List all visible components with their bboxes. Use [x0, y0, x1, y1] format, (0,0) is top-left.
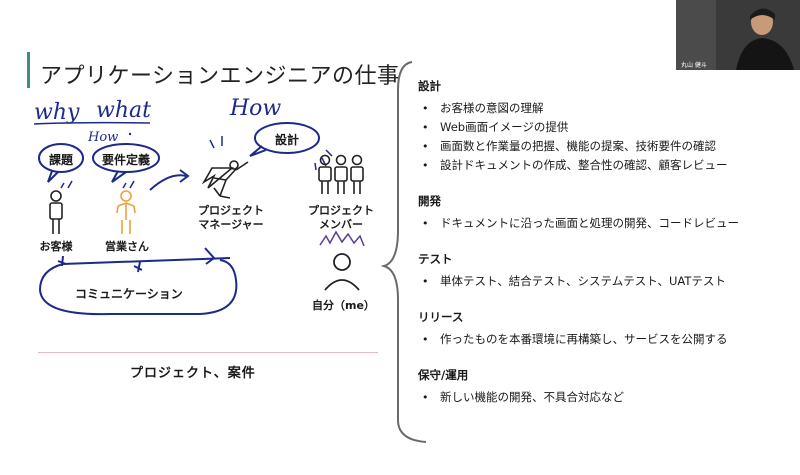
project-manager-figure [204, 161, 248, 198]
section-kaihatsu: 開発 ドキュメントに沿った画面と処理の開発、コードレビュー [418, 193, 788, 233]
section-title: 保守/運用 [418, 367, 788, 383]
section-title: リリース [418, 309, 788, 325]
actor-label-members-line1: プロジェクト [306, 204, 376, 218]
webcam-participant-name: 丸山 健斗 [681, 60, 707, 69]
bullet-item: 作ったものを本番環境に再構築し、サービスを公開する [418, 330, 788, 349]
bullet-item: 画面数と作業量の把握、機能の提案、技術要件の確認 [418, 137, 788, 156]
bullet-item: 新しい機能の開発、不具合対応など [418, 388, 788, 407]
section-title: 設計 [418, 78, 788, 94]
actor-label-customer: お客様 [36, 240, 76, 254]
section-title: テスト [418, 251, 788, 267]
divider-line [38, 352, 378, 353]
section-hoshu: 保守/運用 新しい機能の開発、不具合対応など [418, 367, 788, 407]
communication-label: コミュニケーション [75, 285, 183, 302]
bullet-item: 単体テスト、結合テスト、システムテスト、UATテスト [418, 272, 788, 291]
bubble-label-sekkei: 設計 [265, 131, 309, 148]
phase-list: 設計 お客様の意図の理解 Web画面イメージの提供 画面数と作業量の把握、機能の… [418, 78, 788, 421]
actor-label-sales: 営業さん [102, 240, 152, 254]
bullet-item: Web画面イメージの提供 [418, 118, 788, 137]
section-title: 開発 [418, 193, 788, 209]
actor-label-pm-line1: プロジェクト [196, 204, 266, 218]
bullet-item: お客様の意図の理解 [418, 99, 788, 118]
project-members-figure [319, 156, 363, 195]
actor-label-pm-line2: マネージャー [196, 218, 266, 232]
section-release: リリース 作ったものを本番環境に再構築し、サービスを公開する [418, 309, 788, 349]
actor-label-self: 自分（me） [312, 299, 372, 313]
self-avatar-figure [325, 254, 359, 290]
bullet-item: ドキュメントに沿った画面と処理の開発、コードレビュー [418, 214, 788, 233]
sales-figure [117, 191, 135, 234]
bubble-label-kadai: 課題 [45, 151, 77, 168]
customer-figure [50, 191, 62, 234]
section-test: テスト 単体テスト、結合テスト、システムテスト、UATテスト [418, 251, 788, 291]
bullet-item: 設計ドキュメントの作成、整合性の確認、顧客レビュー [418, 156, 788, 175]
section-sekkei: 設計 お客様の意図の理解 Web画面イメージの提供 画面数と作業量の把握、機能の… [418, 78, 788, 175]
footer-caption: プロジェクト、案件 [130, 362, 256, 381]
actor-label-members-line2: メンバー [306, 218, 376, 232]
bubble-label-youken: 要件定義 [97, 151, 155, 168]
